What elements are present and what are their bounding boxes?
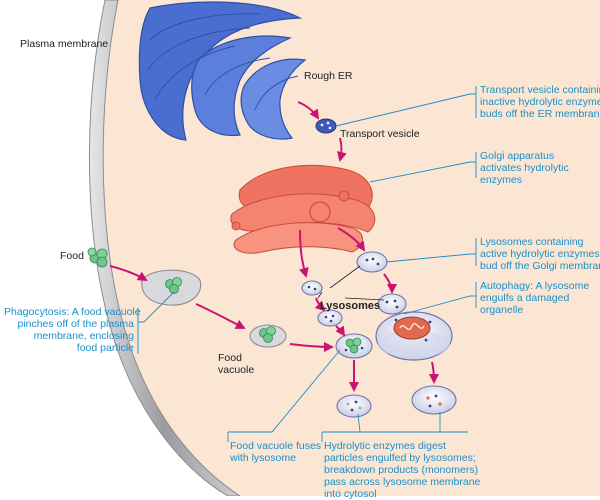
food-label: Food: [60, 250, 84, 262]
phagocytosis-pocket: [141, 269, 202, 306]
rough-er: [138, 1, 307, 141]
lysosome-bud-callout: Lysosomes containing active hydrolytic e…: [480, 236, 600, 272]
food-vacuole: [249, 324, 287, 348]
transport-vesicle: [315, 118, 337, 134]
plasma-membrane: [88, 0, 241, 496]
plasma-membrane-label: Plasma membrane: [20, 38, 109, 50]
rough-er-label: Rough ER: [304, 70, 353, 82]
transport-vesicle-label: Transport vesicle: [340, 128, 420, 140]
autophagy-lysosome: [375, 311, 453, 361]
callout-leaders: [137, 86, 477, 442]
lysosome-small: [301, 280, 323, 296]
digesting-lysosome-left: [336, 394, 372, 418]
transport-vesicle-callout: Transport vesicle containing inactive hy…: [480, 84, 600, 120]
lysosomes-label: Lysosomes: [320, 300, 381, 312]
fusion-callout: Food vacuole fuses with lysosome: [230, 440, 322, 464]
golgi-apparatus: [230, 164, 376, 254]
phagocytosis-callout: Phagocytosis: A food vacuole pinches off…: [4, 306, 141, 354]
golgi-callout: Golgi apparatus activates hydrolytic enz…: [480, 150, 569, 186]
digestion-callout: Hydrolytic enzymes digest particles engu…: [324, 440, 481, 500]
pathway-arrows: [109, 101, 439, 392]
food-vacuole-label: Food vacuole: [218, 352, 255, 376]
lysosome-medium: [317, 309, 343, 327]
autophagy-callout: Autophagy: A lysosome engulfs a damaged …: [480, 280, 590, 316]
fusing-vacuole: [335, 333, 373, 359]
lysosome-autophagy: [377, 293, 407, 315]
digesting-lysosome-right: [411, 385, 457, 415]
food-particle: [87, 247, 108, 268]
lysosome-large: [356, 251, 388, 273]
lysosome-label-lines: [317, 265, 385, 301]
